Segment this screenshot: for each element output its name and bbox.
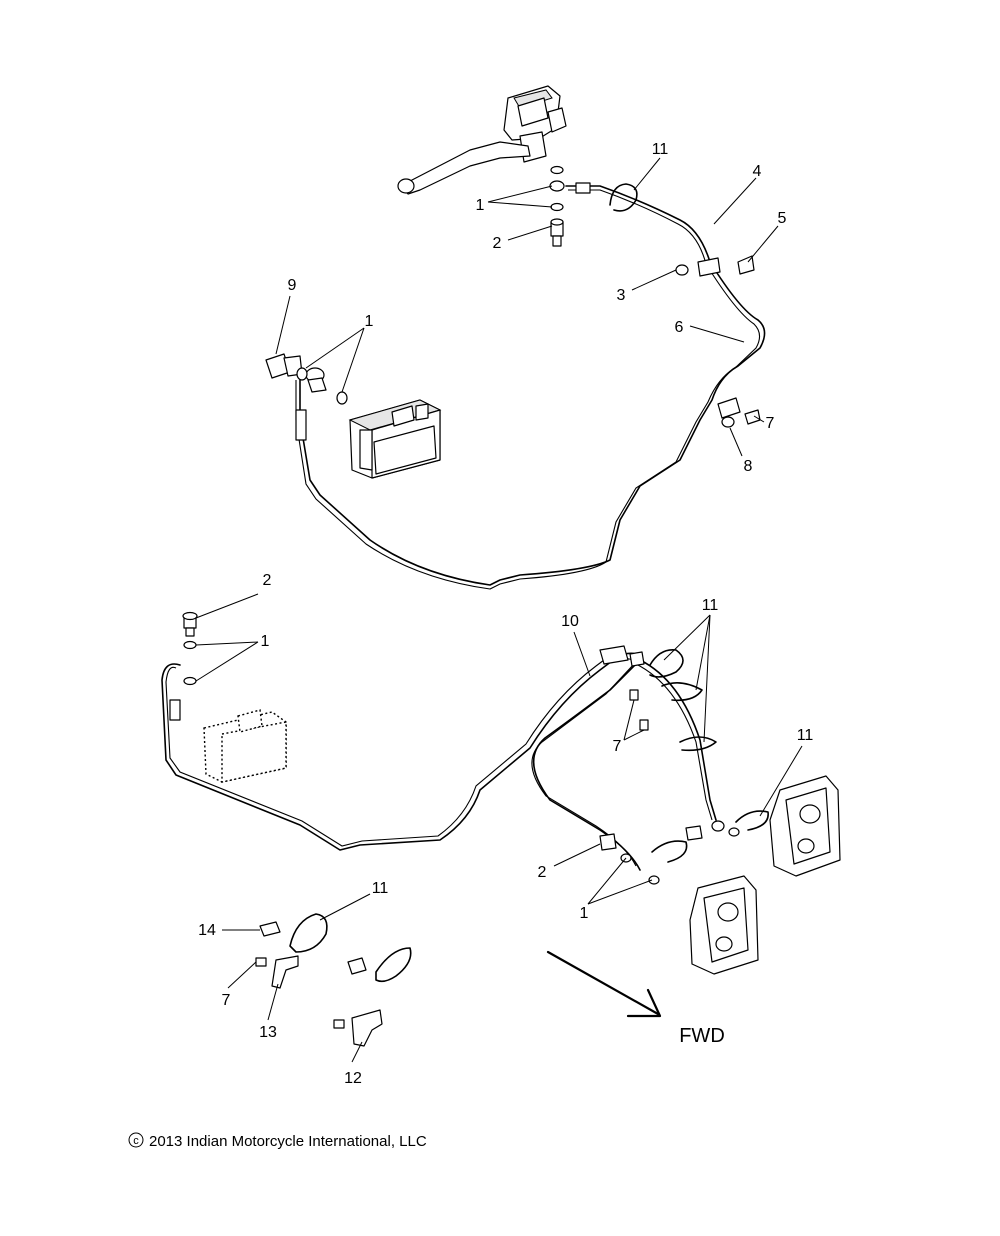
callout-3: 3	[617, 287, 626, 304]
callout-1-bottom: 1	[580, 905, 589, 922]
caliper-right	[769, 775, 841, 877]
clamp-bracket-top	[675, 255, 755, 277]
callout-5: 5	[778, 210, 787, 227]
callout-11-caliper: 11	[797, 727, 814, 744]
callout-2-top: 2	[493, 235, 502, 252]
caliper-fittings	[599, 820, 740, 885]
tee-fitting	[717, 397, 761, 428]
abs-module-top	[348, 399, 442, 479]
clips-11-bottom	[649, 648, 769, 863]
copyright-text: 2013 Indian Motorcycle International, LL…	[149, 1133, 427, 1150]
banjo-washers-top	[549, 165, 565, 247]
callout-9: 9	[288, 277, 297, 294]
callout-14: 14	[198, 922, 216, 939]
leader-lines	[195, 157, 803, 1063]
callout-1-bottom-left: 1	[261, 633, 270, 650]
callout-13: 13	[259, 1024, 277, 1041]
callout-12: 12	[344, 1070, 362, 1087]
callout-2-bottom-left: 2	[263, 572, 272, 589]
callout-2-bottom: 2	[538, 864, 547, 881]
callout-4: 4	[753, 163, 762, 180]
callout-11-bottom: 11	[702, 597, 719, 614]
callout-10: 10	[561, 613, 579, 630]
master-cylinder	[397, 85, 567, 195]
callout-6: 6	[675, 319, 684, 336]
callout-1-top: 1	[476, 197, 485, 214]
copyright-notice: c 2013 Indian Motorcycle International, …	[128, 1132, 427, 1150]
callout-7-top: 7	[766, 415, 775, 432]
caliper-left	[689, 875, 759, 975]
copyright-symbol: c	[133, 1135, 139, 1147]
brake-line-top	[295, 182, 766, 590]
bolts-7-bottom	[629, 689, 649, 731]
fitting-9	[265, 353, 348, 405]
callout-7-bottom: 7	[613, 738, 622, 755]
callout-7-bracket: 7	[222, 992, 231, 1009]
callout-labels: 11 4 5 1 2 3 6 9 1 7 8 2 1 10 11 7 11 2 …	[198, 141, 813, 1087]
abs-module-bottom	[203, 709, 287, 783]
brake-line-bottom	[161, 650, 621, 851]
banjo-washers-bottom-left	[182, 611, 198, 686]
callout-11-loose: 11	[372, 880, 389, 897]
callout-11-top: 11	[652, 141, 669, 158]
callout-1-abs-top: 1	[365, 313, 374, 330]
callout-8: 8	[744, 458, 753, 475]
small-parts-bottom-left	[255, 913, 412, 1047]
clip-11-top	[609, 183, 638, 212]
fwd-label: FWD	[679, 1025, 725, 1047]
forward-arrow	[546, 950, 662, 1018]
